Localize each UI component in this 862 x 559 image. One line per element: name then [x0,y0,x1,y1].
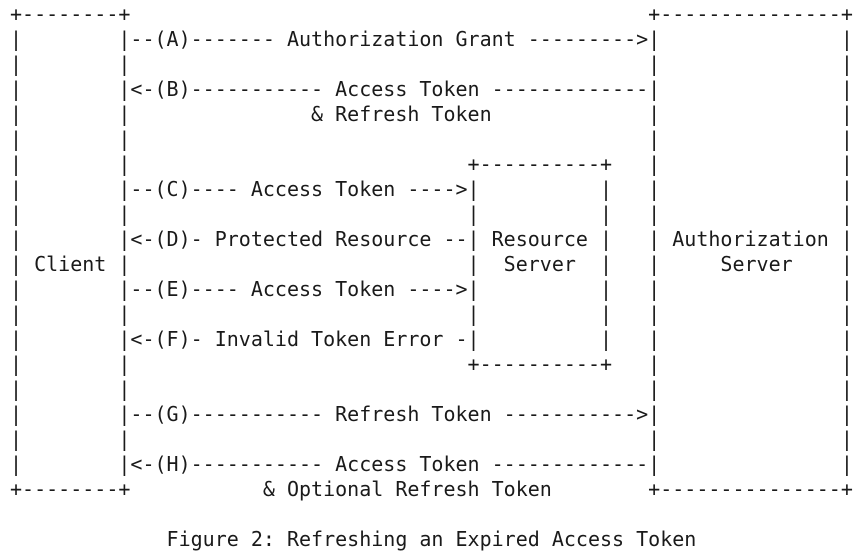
resource-server-top-border: | | +----------+ | | [10,152,853,176]
diagram-row-blank: | | | | [10,52,853,76]
step-g-refresh-token: | |--(G)----------- Refresh Token ------… [10,402,853,426]
diagram-row-blank: | | | | | | [10,302,853,326]
step-b-access-token: | |<-(B)----------- Access Token -------… [10,77,853,101]
step-h-optional-refresh-token: +--------+ & Optional Refresh Token +---… [10,477,853,501]
diagram-row-blank: | | | | | | [10,202,853,226]
step-d-protected-resource: | |<-(D)- Protected Resource --| Resourc… [10,227,853,251]
step-e-access-token: | |--(E)---- Access Token ---->| | | | [10,277,853,301]
step-h-access-token: | |<-(H)----------- Access Token -------… [10,452,853,476]
diagram-row-blank: | | | | [10,127,853,151]
step-f-invalid-token-error: | |<-(F)- Invalid Token Error -| | | | [10,327,853,351]
diagram-row-blank [10,502,853,527]
resource-server-bottom-border: | | +----------+ | | [10,352,853,376]
oauth-refresh-token-flow-diagram: +--------+ +---------------+| |--(A)----… [10,2,853,552]
figure-caption: Figure 2: Refreshing an Expired Access T… [10,527,697,551]
diagram-row-blank: | | | | [10,427,853,451]
step-a-authorization-grant: | |--(A)------- Authorization Grant ----… [10,27,853,51]
client-authorization-server-top-borders: +--------+ +---------------+ [10,2,853,26]
client-resource-server-labels: | Client | | Server | | Server | [10,252,853,276]
diagram-row-blank: | | | | [10,377,853,401]
step-b-refresh-token: | | & Refresh Token | | [10,102,853,126]
step-c-access-token: | |--(C)---- Access Token ---->| | | | [10,177,853,201]
